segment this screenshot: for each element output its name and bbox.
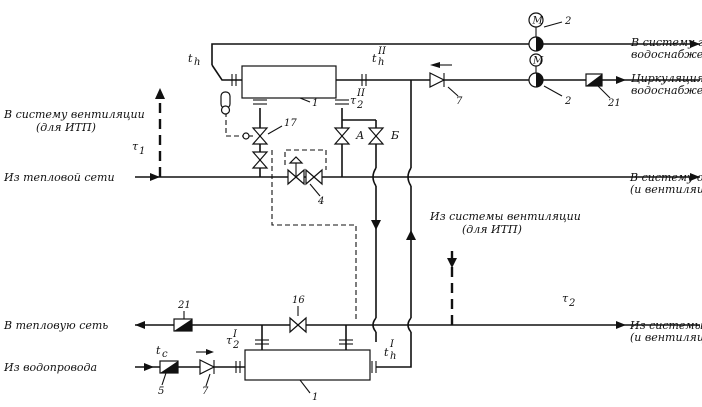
label-from-system-right-2: (и вентиляц [630,331,702,344]
callout-pump-top: 2 [564,16,571,27]
svg-text:II: II [377,46,387,57]
temperature-sensor [220,91,231,115]
dhw-supply-pipe [211,43,700,65]
symbol-tau-2-II: τ 2 II [350,88,366,111]
svg-text:t: t [156,344,161,357]
meter-21-top [585,73,603,87]
svg-text:h: h [194,57,200,68]
control-box-4 [284,149,327,170]
label-to-water-supply: В систему г [630,36,702,49]
label-circulation-2: водоснабжен [631,84,702,97]
callout-meter-21-top: 21 [607,98,621,109]
callout-valve-16: 16 [292,295,305,306]
label-to-water-supply-2: водоснабжен [631,48,702,61]
symbol-tau-1: τ 1 [132,140,145,157]
svg-text:I: I [232,329,238,340]
pump-top [528,12,544,52]
callout-meter-5: 5 [158,386,164,397]
svg-text:c: c [162,349,168,360]
meter-5 [159,360,179,374]
regulator-valve-4 [287,156,323,186]
control-line-4 [271,150,357,320]
label-valve-B: Б [390,129,399,142]
riser-c-cross [407,167,412,187]
svg-text:τ: τ [132,140,139,153]
symbol-t-h: t h [188,52,200,68]
svg-text:2: 2 [356,100,363,111]
svg-text:h: h [378,57,384,68]
svg-text:I: I [389,339,395,350]
control-line-17 [225,112,248,137]
riser-b-cross [372,167,377,187]
riser-b-cross2 [372,317,377,333]
label-valve-A: А [355,129,364,142]
svg-text:τ: τ [562,292,569,305]
svg-text:1: 1 [139,146,145,157]
label-from-water-main: Из водопровода [3,361,97,374]
symbol-tau-2: τ 2 [562,292,575,309]
svg-text:t: t [188,52,193,65]
dhw-supply-branch [211,64,242,81]
check-valve-top [429,62,452,88]
pump-bottom [528,53,544,88]
svg-text:h: h [390,351,396,362]
heat-exchanger-top [241,65,337,99]
label-motor-bottom: М [532,56,544,67]
heat-exchanger-bottom [244,349,371,381]
valve-17-lower [251,151,269,169]
valve-B [367,127,385,145]
svg-text:2: 2 [568,298,575,309]
callout-regulator: 4 [317,196,324,207]
label-to-ventilation-2: (для ИТП) [36,121,96,134]
label-from-ventilation-2: (для ИТП) [462,223,522,236]
valve-17 [242,127,269,145]
callout-hx-top: 1 [312,98,318,109]
flow-arrows [135,40,700,371]
label-to-system-right: В систему о [629,171,702,184]
callout-check-top: 7 [456,96,463,107]
callout-hx-bottom: 1 [312,392,318,403]
symbol-tau-2-I: τ 2 I [226,329,239,351]
label-to-heat-network: В тепловую сеть [3,319,108,332]
label-from-system-right: Из системы о [629,319,702,332]
riser-c-cross2 [407,317,412,333]
label-from-heat-network: Из тепловой сети [3,171,115,184]
svg-text:t: t [372,52,377,65]
callout-valve-17: 17 [284,118,297,129]
check-valve-bottom [196,349,216,375]
svg-text:II: II [356,88,366,99]
svg-text:τ: τ [350,94,357,107]
callout-pump-bottom: 2 [564,96,571,107]
label-to-system-right-2: (и вентиляц [630,183,702,196]
riser-c-bottom [376,332,412,368]
svg-text:τ: τ [226,334,233,347]
label-motor-top: М [532,16,544,27]
label-circulation: Циркуляция [631,72,702,85]
symbol-t-h-II: t h II [372,46,387,68]
svg-text:2: 2 [232,340,239,351]
valve-A [333,127,351,145]
leader-lines [161,21,611,394]
label-from-ventilation: Из системы вентиляции [429,210,581,223]
symbol-t-c: t c [156,344,168,360]
label-to-ventilation: В систему вентиляции [3,108,145,121]
meter-21-bottom [173,318,193,332]
svg-text:t: t [384,346,389,359]
callout-check-bottom: 7 [202,386,209,397]
flanges [231,74,377,373]
callout-meter-21-bottom: 21 [177,300,191,311]
symbol-t-h-I: t h I [384,339,396,362]
valve-16 [289,316,307,334]
